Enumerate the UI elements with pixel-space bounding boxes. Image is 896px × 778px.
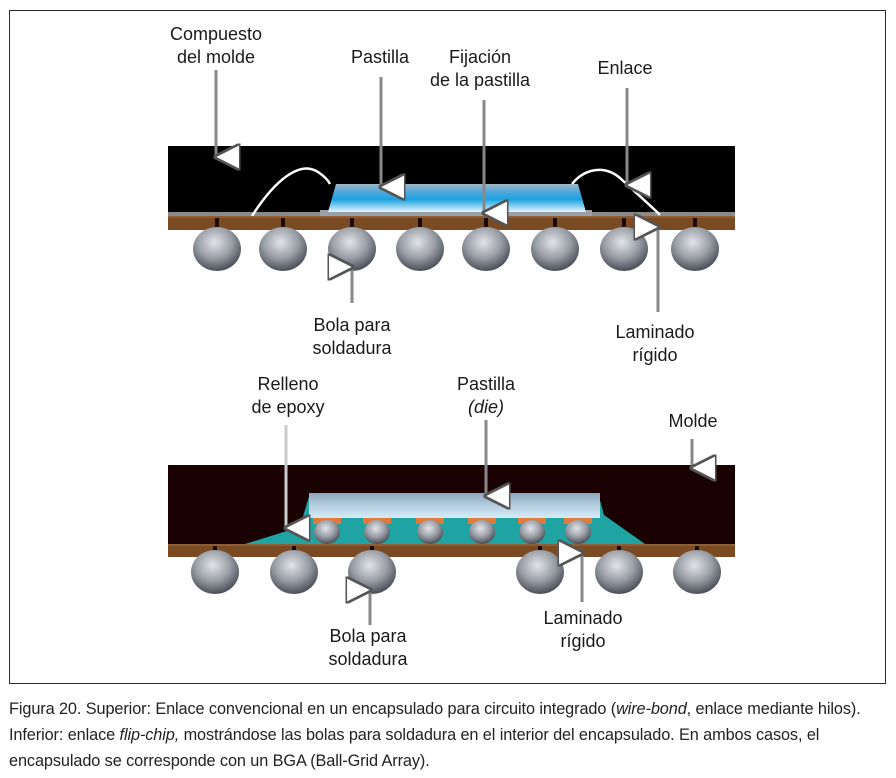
label-rigid-laminate-2: rígido (632, 345, 677, 365)
solder-ball (259, 227, 307, 271)
bond-wire-right (571, 168, 661, 216)
label-die: Pastilla (351, 47, 410, 67)
solder-ball (600, 227, 648, 271)
solder-ball (462, 227, 510, 271)
caption-text-3: mostrándose las bolas para soldadura en … (9, 726, 820, 770)
figure-caption: Figura 20. Superior: Enlace convencional… (9, 696, 889, 774)
bump (519, 520, 545, 544)
label-bond: Enlace (597, 58, 652, 78)
bump (364, 520, 390, 544)
solder-ball (191, 550, 239, 594)
solder-ball (193, 227, 241, 271)
figure-frame (9, 10, 886, 684)
via (693, 218, 697, 227)
caption-text-1: Figura 20. Superior: Enlace convencional… (9, 700, 617, 718)
label-solder-ball-1: Bola para (313, 315, 391, 335)
label-rigid-laminate-2: rígido (560, 631, 605, 651)
label-rigid-laminate-1: Laminado (543, 608, 622, 628)
solder-ball (516, 550, 564, 594)
solder-ball (673, 550, 721, 594)
caption-italic-wire-bond: wire-bond (616, 700, 687, 718)
via (215, 218, 219, 227)
solder-ball (328, 227, 376, 271)
label-mold-compound-2: del molde (177, 47, 255, 67)
top-labels: Compuesto del molde Pastilla Fijación de… (170, 24, 695, 365)
rigid-laminate (168, 544, 735, 557)
via (622, 218, 626, 227)
die-attach (320, 210, 592, 216)
rigid-laminate (168, 216, 735, 230)
bump (565, 520, 591, 544)
label-solder-ball-1: Bola para (329, 626, 407, 646)
label-die-1: Pastilla (457, 374, 516, 394)
label-die-2: (die) (468, 397, 504, 417)
label-mold: Molde (668, 411, 717, 431)
bottom-labels: Relleno de epoxy Pastilla (die) Molde Bo… (251, 374, 717, 669)
top-callouts (216, 70, 658, 312)
solder-balls-top (193, 227, 719, 271)
solder-ball (531, 227, 579, 271)
label-mold-compound-1: Compuesto (170, 24, 262, 44)
bump (469, 520, 495, 544)
bond-wire-left (250, 167, 332, 217)
solder-ball (396, 227, 444, 271)
via (553, 218, 557, 227)
solder-ball (671, 227, 719, 271)
die (309, 493, 600, 518)
bump (417, 520, 443, 544)
via (418, 218, 422, 227)
bottom-package (168, 465, 735, 594)
via (484, 218, 488, 227)
caption-italic-flip-chip: flip-chip, (119, 726, 180, 744)
label-epoxy-underfill-1: Relleno (257, 374, 318, 394)
solder-ball (270, 550, 318, 594)
bga-diagram: Compuesto del molde Pastilla Fijación de… (168, 24, 735, 669)
via (350, 218, 354, 227)
die (328, 184, 586, 212)
top-package (168, 146, 735, 271)
label-solder-ball-2: soldadura (328, 649, 408, 669)
caption-text-2: , enlace mediante hilos). Inferior: enla… (9, 700, 861, 744)
label-solder-ball-2: soldadura (312, 338, 392, 358)
solder-ball (595, 550, 643, 594)
label-die-attach-2: de la pastilla (430, 70, 531, 90)
solder-ball (348, 550, 396, 594)
label-die-attach-1: Fijación (449, 47, 511, 67)
label-rigid-laminate-1: Laminado (615, 322, 694, 342)
via (281, 218, 285, 227)
bump (314, 520, 340, 544)
label-epoxy-underfill-2: de epoxy (251, 397, 324, 417)
flip-chip-bumps (313, 518, 592, 544)
bottom-callouts (286, 420, 692, 625)
